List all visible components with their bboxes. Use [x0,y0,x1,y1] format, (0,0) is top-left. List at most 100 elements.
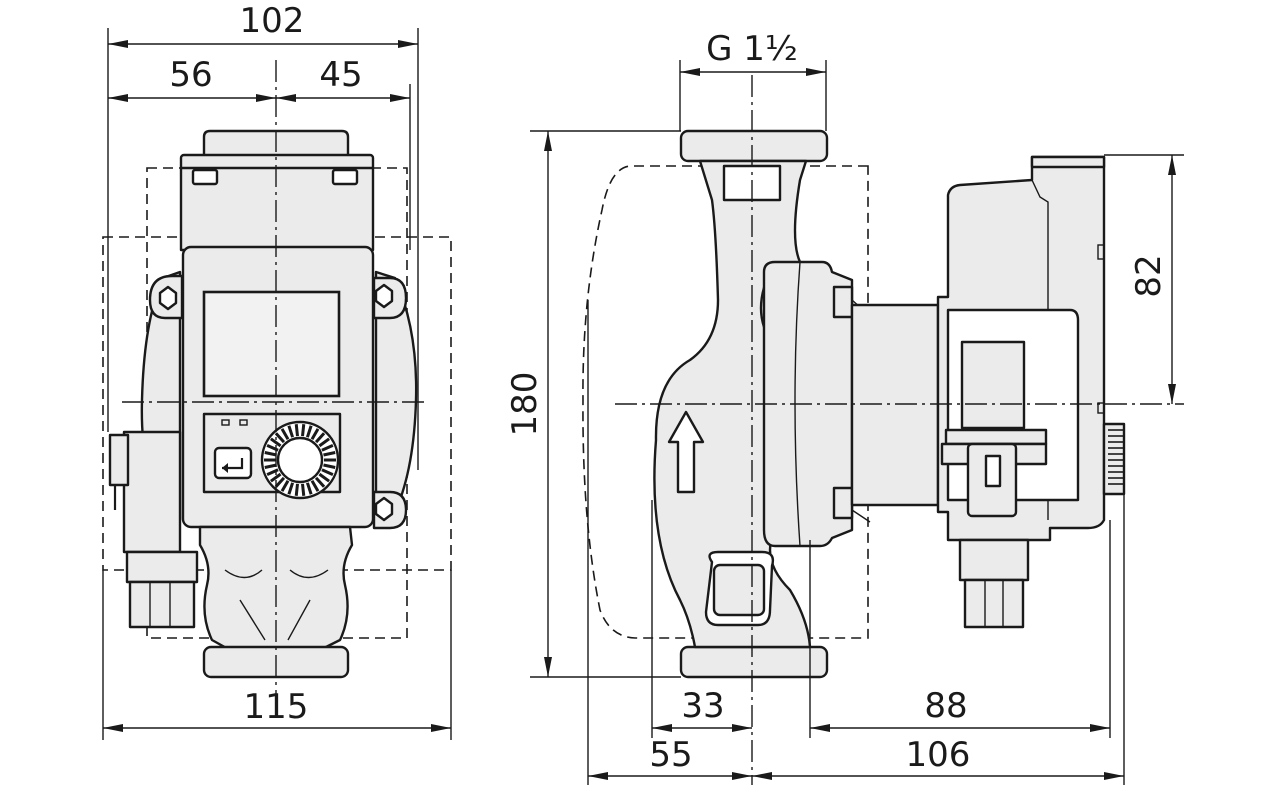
side-motor-can [850,303,940,507]
dim-label-115: 115 [244,687,309,727]
bolt-icon [158,285,178,311]
side-bottom-flange [679,645,829,679]
knob-tick [287,425,295,438]
knob-tick [269,437,282,448]
dim-label-82: 82 [1129,254,1169,297]
knob-tick [305,425,313,438]
knob-tick [280,480,290,492]
dim-label-88: 88 [924,686,967,726]
knob-tick [269,472,282,483]
side-slot [1097,244,1105,260]
dim-arrow [544,131,552,151]
front-view: 102 56 45 115 [102,1,452,740]
dim-arrow [431,724,451,732]
side-slot [1097,402,1105,414]
dim-arrow [806,68,826,76]
front-plug-body [125,550,199,584]
dim-arrow [544,657,552,677]
led-indicator [221,419,230,426]
knob-tick [301,424,306,437]
knob-tick [314,476,326,488]
dim-arrow [810,724,830,732]
dim-arrow [390,94,410,102]
knob-tick [266,468,279,477]
knob-tick [301,483,306,496]
knob-tick [264,451,277,457]
dim-arrow [103,724,123,732]
front-cable-clip [108,433,130,487]
dim-arrow [108,94,128,102]
bolt-icon [374,283,394,309]
knob-tick [310,480,320,492]
dim-label-45: 45 [319,55,362,95]
side-envelope [582,165,869,639]
dim-label-180: 180 [505,372,545,437]
dim-label-thread: G 1½ [706,29,798,69]
front-display-screen [202,290,341,398]
knob-tick [318,472,331,483]
return-arrow-head [222,463,228,473]
return-arrow-icon [213,446,253,480]
side-top-flange [679,129,829,163]
control-knob-center [276,436,324,484]
dim-arrow [732,724,752,732]
side-knob-ribs [1108,429,1124,485]
flow-direction-arrow-icon [667,410,705,494]
knob-tick [314,432,326,444]
dim-arrow [752,772,772,780]
dim-arrow [732,772,752,780]
side-view: G 1½ 180 82 33 88 55 106 [505,29,1184,785]
side-flange-edge [794,261,801,547]
side-plug-neck [958,538,1030,582]
side-outlet-inner [712,563,766,617]
return-arrow-path [222,458,244,470]
knob-tick [323,463,336,469]
dim-label-56: 56 [169,55,212,95]
front-volute-ribs [224,569,329,641]
dim-arrow [588,772,608,780]
dim-arrow [256,94,276,102]
dim-label-106: 106 [906,735,971,775]
knob-tick [294,483,299,496]
side-plug-latch [984,454,1002,488]
front-cable-box [122,430,182,554]
dim-label-102: 102 [240,1,305,41]
knob-tick [321,468,334,477]
knob-tick [305,482,313,495]
knob-tick [274,432,286,444]
side-plug-top [944,428,1048,446]
knob-tick [274,476,286,488]
dim-arrow [398,40,418,48]
dim-arrow [680,68,700,76]
dim-arrow [1168,384,1176,404]
side-plug-end [963,578,1025,629]
knob-tick [310,428,320,440]
side-housing-cap [1030,155,1106,169]
bolt-icon [374,496,394,522]
knob-tick [318,437,331,448]
knob-tick [264,463,277,469]
knob-tick [321,443,334,452]
knob-tick [280,428,290,440]
dim-label-33: 33 [681,686,724,726]
knob-tick [287,482,295,495]
front-clip-left [191,168,219,186]
dim-label-55: 55 [649,735,692,775]
dim-arrow [108,40,128,48]
dim-arrow [276,94,296,102]
led-indicator [239,419,248,426]
dim-arrow [1104,772,1124,780]
side-bolt-top [832,285,854,319]
front-clip-right [331,168,359,186]
front-plug-end [128,580,196,629]
dim-arrow [652,724,672,732]
knob-ticks [264,424,336,496]
side-bolt-bottom [832,486,854,520]
knob-tick [323,451,336,457]
knob-tick [294,424,299,437]
dim-arrow [1168,155,1176,175]
side-connector-box [960,340,1026,430]
dim-arrow [1090,724,1110,732]
